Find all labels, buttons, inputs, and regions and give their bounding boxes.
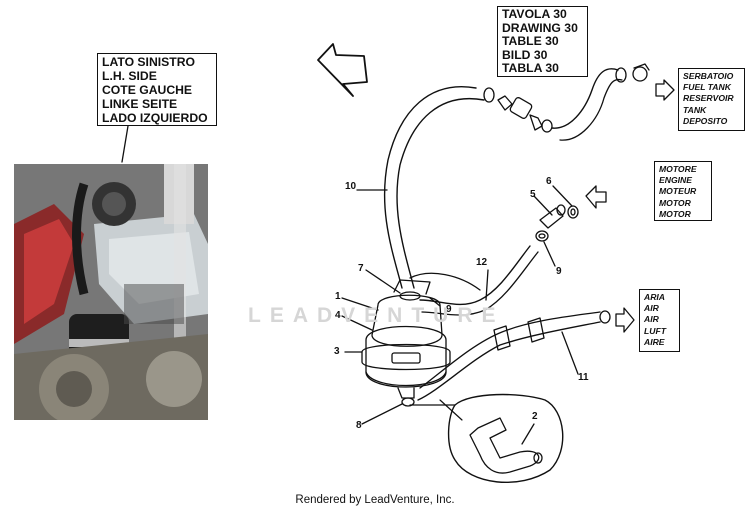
label-line: DEPOSITO xyxy=(683,115,728,126)
callout-9-clip: 9 xyxy=(556,266,562,277)
label-line: AIR xyxy=(644,303,659,314)
air-label-box: ARIA AIR AIR LUFT AIRE xyxy=(639,289,680,352)
motorcycle-left-side-photo xyxy=(14,164,208,420)
label-line: MOTOR xyxy=(659,197,691,208)
callout-8: 8 xyxy=(356,420,362,431)
callout-12: 12 xyxy=(476,257,488,268)
canister-cap xyxy=(393,279,431,295)
callout-10: 10 xyxy=(345,181,357,192)
callout-4: 4 xyxy=(335,310,341,321)
label-line: ENGINE xyxy=(659,175,692,186)
label-line: ARIA xyxy=(644,292,666,302)
label-line: TABLE 30 xyxy=(502,34,559,49)
callout-9-canister: 9 xyxy=(446,304,452,315)
fuel-tank-hose xyxy=(551,68,619,129)
drawing-number-box: TAVOLA 30 DRAWING 30 TABLE 30 BILD 30 TA… xyxy=(497,6,588,77)
label-line: L.H. SIDE xyxy=(102,69,157,83)
washer-6 xyxy=(567,205,579,219)
label-line: COTE GAUCHE xyxy=(102,83,193,97)
label-line: FUEL TANK xyxy=(683,82,731,93)
hose-clamp xyxy=(483,87,495,103)
canister-top xyxy=(371,294,443,347)
left-side-label-box: LATO SINISTRO L.H. SIDE COTE GAUCHE LINK… xyxy=(97,53,217,126)
air-arrow xyxy=(615,307,635,333)
engine-arrow xyxy=(585,185,607,209)
callout-11: 11 xyxy=(578,372,589,383)
footer-credit: Rendered by LeadVenture, Inc. xyxy=(295,494,455,506)
callout-6: 6 xyxy=(546,176,552,187)
label-leader-line xyxy=(121,125,129,163)
label-line: RESERVOIR xyxy=(683,93,734,104)
clip-9 xyxy=(535,230,549,242)
label-line: LINKE SEITE xyxy=(102,97,178,111)
label-line: LADO IZQUIERDO xyxy=(102,111,208,125)
label-line: MOTEUR xyxy=(659,186,697,197)
label-line: DRAWING 30 xyxy=(502,20,578,35)
watermark: LEADVENTURE xyxy=(248,304,505,327)
clip-11b xyxy=(527,317,545,343)
callout-2: 2 xyxy=(532,411,538,422)
label-line: MOTOR xyxy=(659,208,691,219)
callout-1: 1 xyxy=(335,291,341,302)
bracket-2 xyxy=(469,417,540,474)
label-line: LUFT xyxy=(644,325,666,336)
fuel-tank-label-box: SERBATOIO FUEL TANK RESERVOIR TANK DEPOS… xyxy=(678,68,745,131)
hose-12 xyxy=(419,245,531,306)
direction-arrow xyxy=(317,43,368,97)
label-line: LATO SINISTRO xyxy=(102,55,195,69)
clamp-band-3 xyxy=(361,343,451,371)
label-line: TAVOLA 30 xyxy=(502,7,567,21)
engine-label-box: MOTORE ENGINE MOTEUR MOTOR MOTOR xyxy=(654,161,712,221)
fitting-5 xyxy=(539,207,564,229)
callout-3: 3 xyxy=(334,346,340,357)
check-valve xyxy=(509,97,533,119)
hose-11 xyxy=(417,321,601,401)
hose-10 xyxy=(383,86,477,289)
label-line: BILD 30 xyxy=(502,47,548,62)
fuel-tank-arrow xyxy=(655,79,675,101)
callout-5: 5 xyxy=(530,189,536,200)
label-line: AIR xyxy=(644,314,659,325)
detail-circle xyxy=(447,393,564,483)
label-line: TABLA 30 xyxy=(502,61,559,76)
label-line: SERBATOIO xyxy=(683,71,734,81)
hose-clamp-top xyxy=(632,66,648,82)
label-line: MOTORE xyxy=(659,164,697,174)
clip-11a xyxy=(493,325,511,351)
label-line: TANK xyxy=(683,104,707,115)
label-line: AIRE xyxy=(644,336,665,347)
callout-7: 7 xyxy=(358,263,364,274)
